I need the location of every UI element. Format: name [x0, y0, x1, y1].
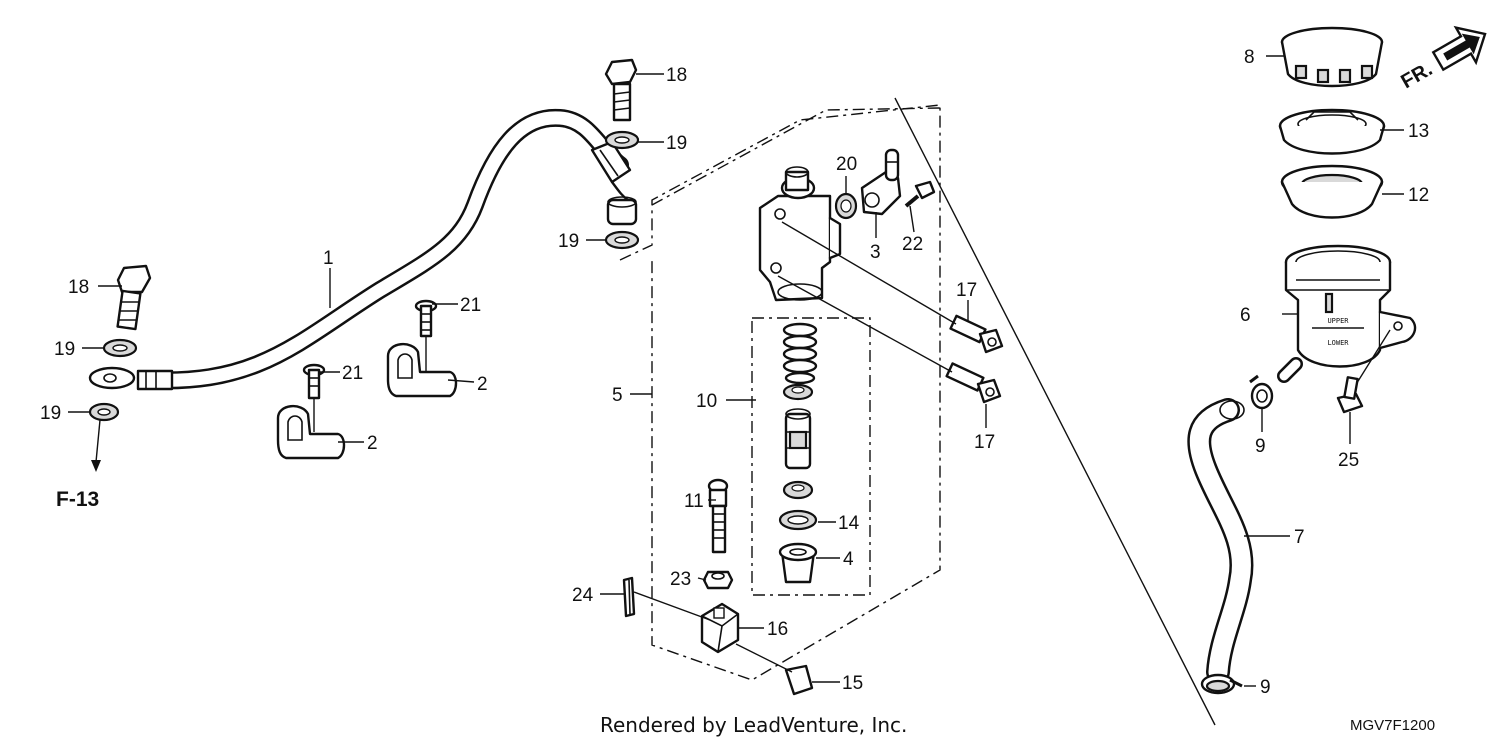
diaphragm-plate-13[interactable]	[1278, 108, 1386, 155]
hose-clip-9-upper[interactable]	[1249, 374, 1274, 410]
callout-19-a[interactable]: 19	[666, 133, 687, 154]
callout-17-upper[interactable]: 17	[956, 280, 977, 301]
reservoir-cap-8[interactable]	[1280, 26, 1384, 88]
callout-18-top[interactable]: 18	[666, 65, 687, 86]
reservoir-lower-mark: LOWER	[1327, 339, 1349, 347]
callout-10[interactable]: 10	[696, 391, 717, 412]
callout-24[interactable]: 24	[572, 585, 594, 606]
screw-22[interactable]	[904, 180, 936, 208]
washer-19-c[interactable]	[102, 338, 138, 358]
callout-17-lower[interactable]: 17	[974, 432, 995, 453]
footer-credit: Rendered by LeadVenture, Inc.	[600, 713, 907, 737]
callout-9-upper[interactable]: 9	[1255, 436, 1266, 457]
banjo-eye-left	[88, 366, 136, 390]
fr-label: FR.	[1397, 58, 1436, 93]
callout-16[interactable]: 16	[767, 619, 788, 640]
callout-19-c[interactable]: 19	[54, 339, 75, 360]
callout-11[interactable]: 11	[684, 491, 704, 512]
bolt-18-left[interactable]	[116, 264, 152, 331]
callout-7[interactable]: 7	[1294, 527, 1305, 548]
primary-cup[interactable]	[782, 383, 814, 401]
callout-20[interactable]: 20	[836, 154, 857, 175]
boot-4[interactable]	[778, 542, 818, 584]
secondary-cup[interactable]	[782, 480, 814, 500]
callout-1[interactable]: 1	[323, 248, 334, 269]
screw-21-lower[interactable]	[302, 363, 326, 400]
clamp-2-lower[interactable]	[276, 405, 346, 460]
front-direction-arrow: FR.	[1397, 25, 1487, 93]
callout-22[interactable]: 22	[902, 234, 923, 255]
diagram-code: MGV7F1200	[1350, 717, 1435, 734]
callout-6[interactable]: 6	[1240, 305, 1251, 326]
reservoir-hose-7[interactable]	[1187, 398, 1254, 684]
callout-13[interactable]: 13	[1408, 121, 1429, 142]
callout-4[interactable]: 4	[843, 549, 854, 570]
callout-9-lower[interactable]: 9	[1260, 677, 1271, 698]
joint-16[interactable]	[700, 602, 740, 654]
bolt-25[interactable]	[1336, 376, 1364, 414]
assembly-outline-5	[619, 104, 941, 681]
callout-2-lower[interactable]: 2	[367, 433, 378, 454]
bolt-18-top[interactable]	[604, 58, 638, 122]
pin-15[interactable]	[784, 664, 814, 696]
callout-25[interactable]: 25	[1338, 450, 1359, 471]
hose-clip-9-lower[interactable]	[1200, 673, 1243, 695]
circlip-14[interactable]	[778, 509, 818, 531]
hose-joint-3[interactable]	[860, 148, 902, 216]
spring[interactable]	[782, 322, 818, 385]
callout-15[interactable]: 15	[842, 673, 863, 694]
bolt-17-upper[interactable]	[949, 314, 1004, 354]
hose-fitting-left	[136, 369, 174, 391]
diaphragm-12[interactable]	[1280, 164, 1384, 219]
bolt-17-lower[interactable]	[945, 362, 1002, 404]
piston-kit-outline-10	[751, 317, 871, 596]
clamp-2-upper[interactable]	[386, 343, 458, 398]
callout-8[interactable]: 8	[1244, 47, 1255, 68]
piston[interactable]	[784, 408, 812, 470]
reservoir-upper-mark: UPPER	[1327, 317, 1349, 325]
push-rod-11[interactable]	[707, 478, 729, 554]
hose-collar	[606, 196, 638, 226]
reservoir-6[interactable]: UPPER LOWER	[1277, 244, 1417, 383]
screw-21-upper[interactable]	[414, 299, 438, 338]
callout-23[interactable]: 23	[670, 569, 691, 590]
brake-hose[interactable]	[88, 108, 632, 391]
nut-23[interactable]	[702, 570, 734, 590]
oring-20[interactable]	[834, 192, 858, 220]
callout-21-upper[interactable]: 21	[460, 295, 481, 316]
callout-21-lower[interactable]: 21	[342, 363, 363, 384]
callout-3[interactable]: 3	[870, 242, 881, 263]
callout-19-d[interactable]: 19	[40, 403, 61, 424]
callout-5[interactable]: 5	[612, 385, 623, 406]
washer-19-a[interactable]	[604, 130, 640, 150]
callout-2-upper[interactable]: 2	[477, 374, 488, 395]
master-cylinder-body[interactable]	[758, 166, 842, 302]
callout-14[interactable]: 14	[838, 513, 860, 534]
callout-19-b[interactable]: 19	[558, 231, 579, 252]
cotter-pin-24[interactable]	[622, 576, 636, 618]
washer-19-d[interactable]	[88, 402, 120, 422]
callout-12[interactable]: 12	[1408, 185, 1429, 206]
callout-18-left[interactable]: 18	[68, 277, 89, 298]
reference-f13[interactable]: F-13	[56, 488, 99, 511]
washer-19-b[interactable]	[604, 230, 640, 250]
